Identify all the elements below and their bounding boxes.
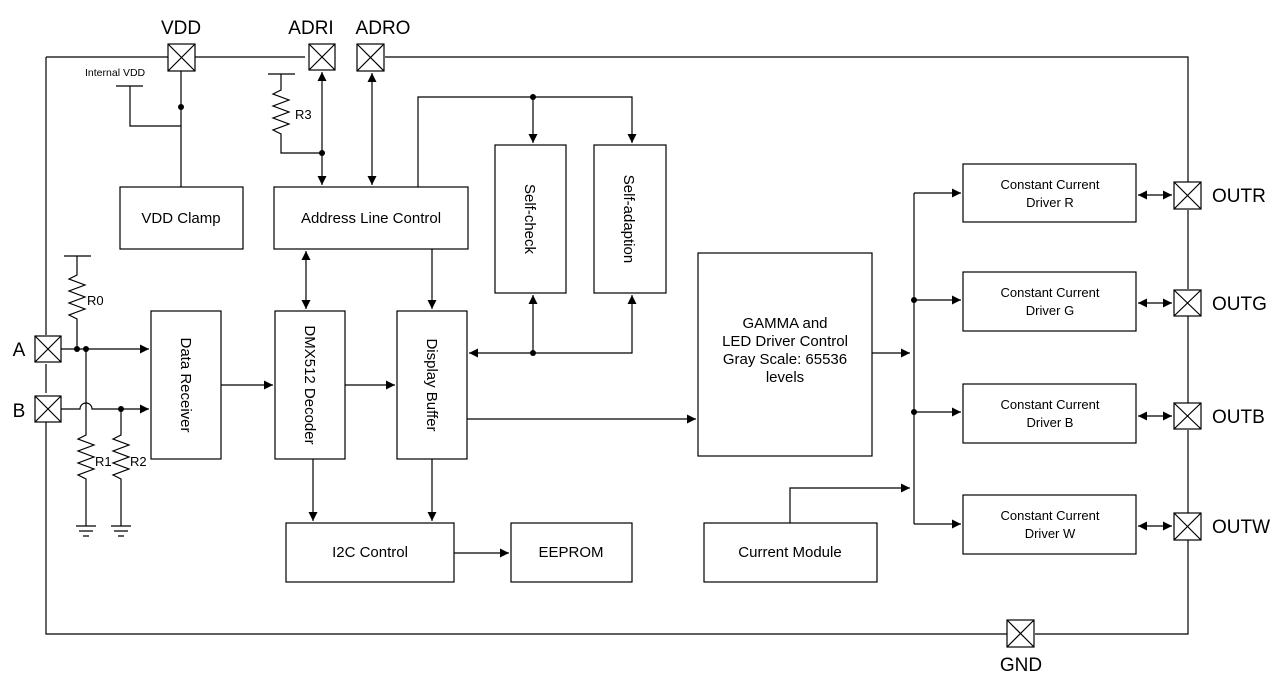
data-receiver-block: Data Receiver — [150, 310, 222, 460]
pin-outb: OUTB — [1173, 402, 1265, 430]
pin-outr: OUTR — [1173, 181, 1266, 210]
driver-b-block: Constant Current Driver B — [962, 383, 1137, 444]
svg-text:Driver R: Driver R — [1026, 195, 1074, 210]
addr-to-self-bus — [417, 96, 637, 187]
pin-adri: ADRI — [288, 18, 336, 71]
pin-a: A — [13, 335, 62, 363]
pin-adro-label: ADRO — [356, 18, 411, 39]
pin-outw-label: OUTW — [1212, 517, 1270, 538]
self-adaption-block: Self-adaption — [593, 144, 667, 294]
svg-text:Driver B: Driver B — [1027, 415, 1074, 430]
pin-outg-label: OUTG — [1212, 294, 1267, 315]
svg-text:Address Line Control: Address Line Control — [301, 210, 441, 227]
svg-text:GAMMA and: GAMMA and — [742, 315, 827, 332]
pin-outr-label: OUTR — [1212, 186, 1266, 207]
r3-label: R3 — [295, 107, 312, 122]
vdd-clamp-block: VDD Clamp — [119, 186, 244, 250]
svg-text:Display Buffer: Display Buffer — [423, 338, 440, 431]
pin-outb-label: OUTB — [1212, 407, 1265, 428]
resistor-r0: R0 — [64, 255, 104, 349]
driver-g-block: Constant Current Driver G — [962, 271, 1137, 332]
svg-text:Current Module: Current Module — [738, 544, 841, 561]
svg-text:LED Driver Control: LED Driver Control — [722, 333, 848, 350]
pin-adro: ADRO — [356, 18, 411, 72]
pin-gnd-label: GND — [1000, 655, 1042, 676]
svg-text:Gray Scale: 65536: Gray Scale: 65536 — [723, 351, 847, 368]
resistor-r1: R1 — [76, 349, 112, 537]
pin-gnd: GND — [1000, 619, 1042, 676]
i2c-control-block: I2C Control — [285, 522, 455, 583]
resistor-r2: R2 — [111, 409, 147, 537]
r1-label: R1 — [95, 454, 112, 469]
eeprom-block: EEPROM — [510, 522, 633, 583]
internal-vdd-label: Internal VDD — [85, 67, 146, 79]
r2-label: R2 — [130, 454, 147, 469]
chip-outline — [45, 56, 1189, 635]
internal-vdd-node: Internal VDD — [85, 67, 184, 187]
gamma-led-driver-control-block: GAMMA and LED Driver Control Gray Scale:… — [697, 252, 873, 457]
dmx512-decoder-block: DMX512 Decoder — [274, 310, 346, 460]
pin-vdd-label: VDD — [161, 18, 201, 39]
pin-b-label: B — [13, 401, 26, 422]
pin-outw: OUTW — [1173, 512, 1270, 541]
pin-outg: OUTG — [1173, 289, 1267, 317]
current-module-block: Current Module — [703, 522, 878, 583]
svg-text:I2C Control: I2C Control — [332, 544, 408, 561]
svg-text:Constant Current: Constant Current — [1001, 397, 1100, 412]
self-bus-lower — [469, 295, 637, 358]
display-buffer-block: Display Buffer — [396, 310, 468, 460]
svg-text:DMX512 Decoder: DMX512 Decoder — [301, 325, 318, 444]
svg-text:EEPROM: EEPROM — [538, 544, 603, 561]
svg-text:Self-adaption: Self-adaption — [620, 175, 637, 263]
pin-a-label: A — [13, 340, 26, 361]
driver-r-block: Constant Current Driver R — [962, 163, 1137, 223]
pin-b: B — [13, 395, 62, 423]
svg-text:VDD Clamp: VDD Clamp — [141, 210, 220, 227]
current-module-to-bus — [789, 483, 910, 523]
svg-text:Driver W: Driver W — [1025, 526, 1076, 541]
address-line-control-block: Address Line Control — [273, 186, 469, 250]
pin-vdd: VDD — [161, 18, 201, 72]
svg-text:Self-check: Self-check — [521, 184, 538, 255]
resistor-r3: R3 — [268, 73, 322, 154]
r0-label: R0 — [87, 293, 104, 308]
svg-text:Constant Current: Constant Current — [1001, 177, 1100, 192]
pin-adri-label: ADRI — [288, 18, 333, 39]
driver-w-block: Constant Current Driver W — [962, 494, 1137, 555]
self-check-block: Self-check — [494, 144, 567, 294]
svg-text:Data Receiver: Data Receiver — [177, 337, 194, 432]
svg-text:Constant Current: Constant Current — [1001, 508, 1100, 523]
svg-text:levels: levels — [766, 369, 804, 386]
b-input-line — [61, 402, 149, 414]
svg-text:Constant Current: Constant Current — [1001, 285, 1100, 300]
svg-text:Driver G: Driver G — [1026, 303, 1074, 318]
